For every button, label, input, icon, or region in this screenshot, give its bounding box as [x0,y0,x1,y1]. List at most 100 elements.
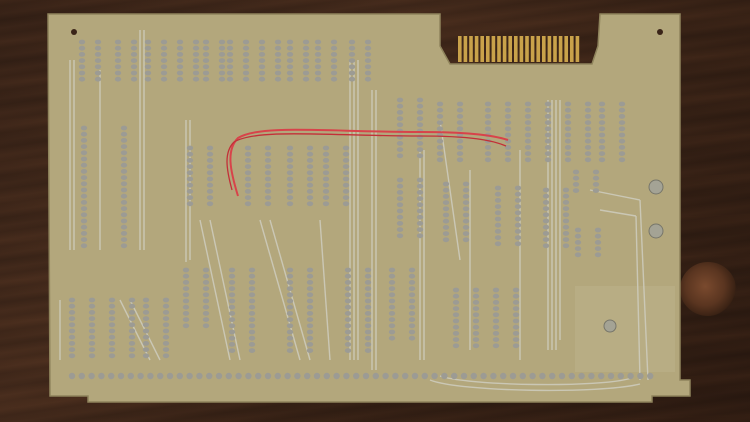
solder-pad [484,114,492,119]
solder-pad [396,233,404,239]
solder-pad [504,120,512,125]
solder-pad [258,58,266,63]
edge-pad [460,372,468,380]
solder-pad [302,64,310,70]
solder-pad [286,45,294,51]
solder-pad [128,310,136,315]
solder-pad [452,318,460,324]
solder-pad [524,132,532,138]
solder-pad [342,189,350,194]
solder-pad [494,204,502,210]
solder-pad [408,335,416,341]
edge-pad [176,372,183,380]
edge-pad [147,372,154,380]
solder-pad [544,107,552,113]
solder-pad [452,331,460,336]
solder-pad [584,145,592,150]
solder-pad [182,311,190,316]
solder-pad [88,316,96,321]
board-plain-area [575,286,675,372]
solder-pad [322,189,330,194]
solder-pad [592,169,600,175]
solder-pad [514,235,522,241]
edge-pad [539,372,546,380]
solder-pad [286,292,294,298]
solder-pad [396,208,404,214]
edge-pad [333,372,340,380]
solder-pad [186,176,194,182]
solder-pad [264,176,272,182]
solder-pad [396,110,404,115]
solder-pad [456,151,464,157]
solder-pad [542,193,550,199]
solder-pad [228,273,236,279]
solder-pad [524,107,532,113]
solder-pad [264,170,272,176]
solder-pad [80,125,88,131]
solder-pad [416,110,424,115]
mounting-screw [648,179,664,195]
solder-pad [396,202,404,208]
solder-pad [202,323,210,329]
solder-pad [364,64,372,70]
solder-pad [218,45,226,51]
solder-pad [342,182,350,188]
solder-pad [598,114,606,119]
solder-pad [408,329,416,335]
solder-pad [512,337,520,342]
edge-pad [353,372,360,380]
solder-pad [78,52,86,57]
solder-pad [160,64,168,70]
solder-pad [492,318,500,324]
solder-pad [120,150,128,156]
solder-pad [396,116,404,121]
solder-pad [206,176,214,182]
solder-pad [344,298,352,304]
edge-pad [411,372,419,380]
solder-pad [456,101,464,107]
solder-pad [228,311,236,316]
solder-pad [408,280,416,285]
edge-pad [117,372,125,380]
solder-pad [114,64,122,70]
solder-pad [524,145,532,150]
solder-pad [564,114,572,119]
solder-pad [514,241,522,247]
solder-pad [494,191,502,197]
solder-pad [344,342,352,347]
solder-pad [202,39,210,45]
solder-pad [286,52,294,57]
solder-pad [120,212,128,218]
solder-pad [512,300,520,305]
solder-pad [160,76,168,82]
solder-pad [436,101,444,107]
solder-pad [364,342,372,347]
solder-pad [514,210,522,216]
solder-pad [176,64,184,70]
solder-pad [302,52,310,57]
solder-pad [342,145,350,151]
solder-pad [618,157,626,163]
gold-contact [480,36,484,62]
solder-pad [574,246,582,252]
solder-pad [306,311,314,316]
solder-pad [186,195,194,201]
solder-pad [242,58,250,63]
solder-pad [192,39,200,45]
solder-pad [244,164,252,170]
solder-pad [364,329,372,335]
solder-pad [408,311,416,316]
solder-pad [80,206,88,212]
solder-pad [492,331,500,336]
solder-pad [88,353,96,359]
solder-pad [228,286,236,291]
solder-pad [142,310,150,315]
solder-pad [484,107,492,113]
solder-pad [128,347,136,352]
solder-pad [128,341,136,346]
solder-pad [108,341,116,346]
solder-pad [228,317,236,322]
solder-pad [544,101,552,107]
solder-pad [348,64,356,70]
solder-pad [364,348,372,353]
